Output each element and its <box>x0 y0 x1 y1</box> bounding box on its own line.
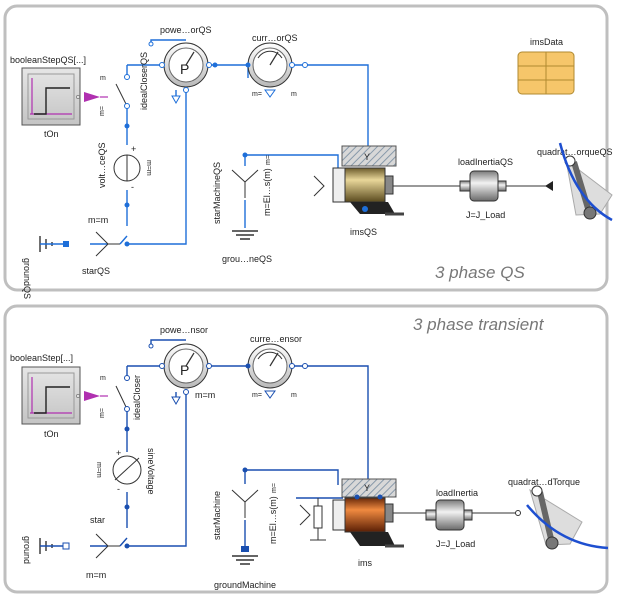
top-switch-label: idealCloserQS <box>139 52 149 110</box>
bottom-terminal-box <box>341 478 397 498</box>
bottom-step-block[interactable]: booleanStep[...] tOn <box>10 353 81 439</box>
svg-text:-: - <box>117 484 120 494</box>
bottom-ground-machine-label: groundMachine <box>214 580 276 590</box>
bottom-current-label: curre…ensor <box>250 334 302 344</box>
bottom-quadratic-torque[interactable]: quadrat…dTorque <box>508 477 609 550</box>
svg-text:Y: Y <box>364 483 370 493</box>
bottom-power-glyph: P <box>180 362 189 378</box>
top-step-block[interactable]: booleanStepQS[...] tOn <box>10 55 86 139</box>
top-step-param: tOn <box>44 129 59 139</box>
bottom-ground-label: ground <box>22 536 32 564</box>
top-switch[interactable]: m m= idealCloserQS <box>99 52 149 116</box>
top-ground-label: groundQS <box>22 258 32 299</box>
top-title: 3 phase QS <box>435 263 525 282</box>
svg-text:m=: m= <box>265 155 272 165</box>
bottom-power-param: m=m <box>195 390 215 400</box>
top-star-label: starQS <box>82 266 110 276</box>
top-quadratic-torque[interactable]: quadrat…orqueQS <box>537 142 613 222</box>
bottom-current-m-eq: m= <box>252 392 262 399</box>
bottom-machine[interactable]: m=El…s(m) m= Y ims <box>268 478 404 568</box>
top-rotor-body <box>344 167 386 203</box>
bottom-step-box <box>21 366 81 425</box>
bottom-star[interactable]: star m=m <box>86 515 130 580</box>
bottom-switch[interactable]: m m= idealCloser <box>99 375 142 420</box>
bottom-rotor-body <box>344 497 386 533</box>
bottom-star-param: m=m <box>86 570 106 580</box>
bottom-title: 3 phase transient <box>413 315 545 334</box>
svg-text:+: + <box>131 144 136 154</box>
bottom-machine-label: ims <box>358 558 372 568</box>
bottom-power-sensor[interactable]: powe…nsor P m=m <box>148 325 215 406</box>
top-machine-param: m=El…s(m) <box>262 168 272 216</box>
top-star-param: m=m <box>88 215 108 225</box>
top-current-m-eq: m= <box>252 91 262 98</box>
top-star-machine[interactable]: starMachineQS grou…neQS <box>212 152 272 265</box>
bottom-machine-param: m=El…s(m) <box>268 496 278 544</box>
bottom-step-label: booleanStep[...] <box>10 353 73 363</box>
top-machine[interactable]: m=El…s(m) m= Y imsQS <box>262 145 404 237</box>
bottom-switch-m: m <box>100 375 106 382</box>
top-voltage-source[interactable]: + - m=m volt…ceQS <box>97 123 152 208</box>
top-current-m: m <box>291 91 297 98</box>
bottom-panel-frame <box>3 304 609 594</box>
top-boolean-signal-arrow <box>84 92 100 102</box>
top-switch-m: m <box>100 75 106 82</box>
bottom-power-label: powe…nsor <box>160 325 208 335</box>
svg-text:m=: m= <box>271 483 278 493</box>
bottom-torque-label: quadrat…dTorque <box>508 477 580 487</box>
bottom-switch-label: idealCloser <box>132 375 142 420</box>
top-star-machine-label: starMachineQS <box>212 162 222 224</box>
top-panel: 3 phase QS booleanStepQS[...] <box>3 4 613 299</box>
bottom-ground[interactable]: ground <box>22 536 70 564</box>
bottom-inertia-param: J=J_Load <box>436 539 475 549</box>
top-voltage-label: volt…ceQS <box>97 142 107 188</box>
top-inertia-param: J=J_Load <box>466 210 505 220</box>
top-data-label: imsData <box>530 37 563 47</box>
top-switch-m-eq: m= <box>99 106 106 116</box>
bottom-step-param: tOn <box>44 429 59 439</box>
top-power-label: powe…orQS <box>160 25 212 35</box>
svg-text:-: - <box>131 182 134 192</box>
bottom-boolean-signal-arrow <box>84 391 100 401</box>
bottom-star-machine[interactable]: starMachine groundMachine <box>212 467 276 591</box>
top-ims-data[interactable]: imsData <box>517 37 575 95</box>
top-machine-label: imsQS <box>350 227 377 237</box>
bottom-star-label: star <box>90 515 105 525</box>
top-inertia-label: loadInertiaQS <box>458 157 513 167</box>
top-terminal-box <box>341 145 397 167</box>
bottom-current-sensor[interactable]: curre…ensor m= m <box>245 334 308 399</box>
bottom-switch-m-eq: m= <box>99 408 106 418</box>
top-step-label: booleanStepQS[...] <box>10 55 86 65</box>
top-ground[interactable]: groundQS <box>22 236 69 299</box>
bottom-wires <box>90 339 516 547</box>
top-load-inertia[interactable]: loadInertiaQS J=J_Load <box>458 157 513 220</box>
bottom-panel: 3 phase transient booleanStep[...] <box>3 304 609 594</box>
bottom-inertia-label: loadInertia <box>436 488 478 498</box>
top-current-sensor[interactable]: curr…orQS m= m <box>245 33 308 98</box>
top-current-label: curr…orQS <box>252 33 298 43</box>
top-power-sensor[interactable]: powe…orQS P <box>148 25 218 105</box>
bottom-current-m: m <box>291 392 297 399</box>
bottom-voltage-m: m=m <box>95 462 102 478</box>
bottom-voltage-label: sineVoltage <box>146 448 156 495</box>
bottom-star-machine-label: starMachine <box>212 491 222 540</box>
top-step-box <box>21 67 81 126</box>
top-panel-frame <box>3 4 609 292</box>
top-power-glyph: P <box>180 61 189 77</box>
svg-text:Y: Y <box>364 152 370 162</box>
svg-text:+: + <box>116 448 121 458</box>
top-star[interactable]: m=m starQS <box>82 215 130 276</box>
bottom-load-inertia[interactable]: loadInertia J=J_Load <box>425 488 478 549</box>
top-ground-machine-label: grou…neQS <box>222 254 272 264</box>
bottom-voltage-source[interactable]: + - m=m sineVoltage <box>95 426 156 510</box>
top-voltage-m: m=m <box>145 160 152 176</box>
top-torque-label: quadrat…orqueQS <box>537 147 613 157</box>
